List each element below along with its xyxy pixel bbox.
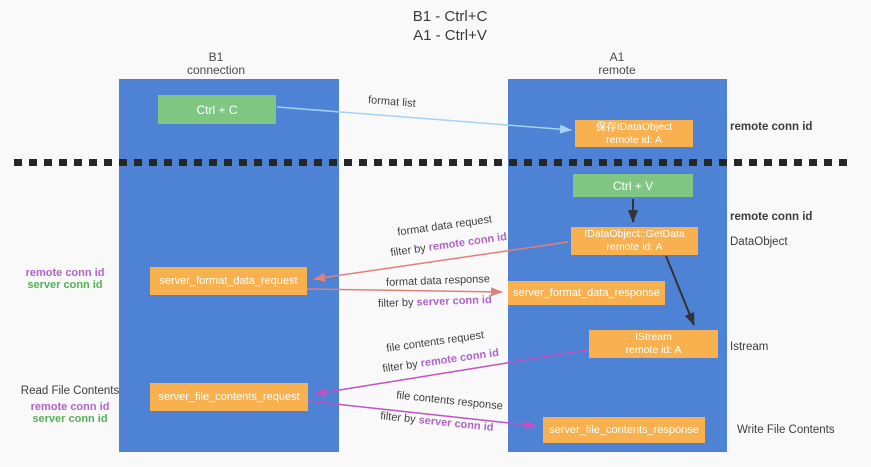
annotation-left-conn-ids-mid: remote conn id server conn id [20,267,110,291]
node-save-dataobject: 保存IDataObject remote id: A [575,120,693,147]
node-ctrl-v: Ctrl + V [573,174,693,197]
filter-by-text: filter by [379,410,417,426]
label-filter-by-server-2: filter by server conn id [380,410,494,434]
node-file-response-label: server_file_contents_response [549,424,699,436]
label-filter-by-server-1: filter by server conn id [378,294,492,310]
lifeline-header-a1: A1 remote [507,51,727,77]
annotation-left-remote-conn-id-bottom: remote conn id [30,401,110,413]
node-ctrl-c-label: Ctrl + C [196,102,238,117]
node-istream-line2: remote id: A [625,344,682,356]
lifeline-a1-role: remote [598,63,636,77]
annotation-left-server-conn-id-mid: server conn id [27,279,103,291]
annotation-remote-conn-id-mid: remote conn id [730,211,813,223]
annotation-write-file-contents: Write File Contents [737,424,835,436]
node-getdata-line1: IDataObject::GetData [584,228,685,240]
remote-conn-id-text: remote conn id [419,346,500,370]
node-server-format-data-request: server_format_data_request [150,267,307,295]
lifeline-a1-name: A1 [609,50,625,64]
lifeline-header-b1: B1 connection [106,51,326,77]
node-format-request-label: server_format_data_request [159,275,298,287]
node-server-file-contents-request: server_file_contents_request [150,383,308,411]
node-save-dataobject-line2: remote id: A [605,133,663,146]
node-istream-line1: IStream [635,331,672,343]
label-format-list: format list [367,94,417,110]
machine-boundary-dashed-line [14,159,848,166]
annotation-istream: Istream [730,341,769,353]
annotation-left-server-conn-id-bottom: server conn id [32,413,108,425]
annotation-left-remote-conn-id-mid: remote conn id [25,267,105,279]
lifeline-b1-role: connection [186,63,246,77]
annotation-read-file-contents: Read File Contents [20,385,120,397]
node-istream: IStream remote id: A [589,330,718,358]
annotation-remote-conn-id-top: remote conn id [730,121,813,133]
node-save-dataobject-line1: 保存IDataObject [595,120,673,133]
diagram-title-line2: A1 - Ctrl+V [413,27,487,44]
filter-by-text: filter by [377,296,414,310]
annotation-dataobject: DataObject [730,236,788,248]
node-format-response-label: server_format_data_response [513,287,660,299]
node-server-format-data-response: server_format_data_response [508,281,665,305]
node-server-file-contents-response: server_file_contents_response [543,417,705,443]
filter-by-text: filter by [389,242,427,260]
server-conn-id-text: server conn id [418,414,495,434]
lifeline-b1-name: B1 [208,50,224,64]
filter-by-text: filter by [381,358,419,376]
node-idataobject-getdata: IDataObject::GetData remote id: A [571,227,698,255]
node-getdata-line2: remote id: A [606,241,663,253]
node-file-request-label: server_file_contents_request [158,391,300,403]
annotation-left-file-contents: Read File Contents remote conn id server… [18,385,122,425]
remote-conn-id-text: remote conn id [427,230,508,254]
label-format-data-response: format data response [385,273,491,289]
node-ctrl-c: Ctrl + C [158,95,276,124]
node-ctrl-v-label: Ctrl + V [612,178,654,193]
diagram-title-line1: B1 - Ctrl+C [412,8,488,25]
server-conn-id-text: server conn id [416,294,492,309]
label-file-contents-response: file contents response [395,389,504,413]
